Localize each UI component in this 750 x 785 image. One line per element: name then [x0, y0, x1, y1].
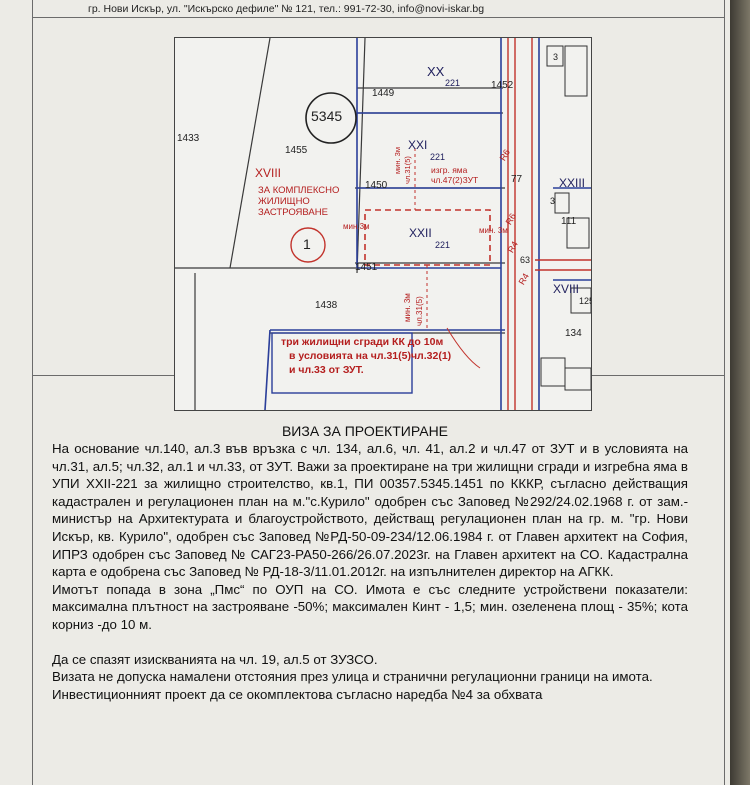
pit-note: изгр. яма — [431, 165, 468, 175]
parcel-1450: 1450 — [365, 180, 388, 191]
border-top — [32, 0, 33, 785]
setback-note-c: мин. 3м — [403, 293, 412, 322]
parcel-134: 134 — [565, 328, 582, 339]
setback-note-right: мин. 3м — [479, 226, 508, 235]
lot-purpose-line2: ЖИЛИЩНО — [258, 196, 310, 207]
border-mid — [32, 17, 724, 18]
parcel-1455: 1455 — [285, 145, 308, 156]
lot-purpose-line1: ЗА КОМПЛЕКСНО — [258, 185, 340, 196]
setback-note-left: мин.3м — [343, 222, 370, 231]
buildings-note-line1: три жилищни сгради КК до 10м — [281, 336, 444, 348]
document-title: ВИЗА ЗА ПРОЕКТИРАНЕ — [281, 423, 449, 439]
paragraph-setbacks: Визата не допуска намалени отстояния пре… — [52, 669, 653, 685]
header-contact: гр. Нови Искър, ул. "Искърско дефиле" № … — [88, 3, 485, 15]
lot-xxiii-label: XXIII — [559, 176, 586, 190]
parcel-1451: 1451 — [355, 262, 378, 273]
cadastral-map: XX 221 1449 1452 1433 5345 1455 XVIII ЗА… — [174, 37, 592, 411]
background-edge — [730, 0, 750, 785]
parcel-1452: 1452 — [491, 80, 514, 91]
lot-xxii-number: 221 — [435, 240, 451, 250]
lot-xxi-number: 221 — [430, 152, 446, 162]
lot-xxi-label: XXI — [408, 138, 428, 152]
paragraph-zuzso: Да се спазят изискванията на чл. 19, ал.… — [52, 651, 378, 667]
parcel-111: 111 — [561, 216, 577, 227]
lot-xx-label: XX — [427, 64, 445, 79]
setback-note-b: чл.31(5) — [403, 156, 412, 184]
paragraph-project: Инвестиционният проект да се окомплектов… — [52, 686, 543, 702]
zone-circle-number: 1 — [303, 236, 311, 252]
buildings-note-line3: и чл.33 от ЗУТ. — [289, 364, 364, 376]
building-3b: 3 — [550, 196, 556, 206]
parcel-1438: 1438 — [315, 300, 338, 311]
quarter-number: 5345 — [311, 108, 343, 124]
parcel-1433: 1433 — [177, 133, 200, 144]
lot-xviii-label: XVIII — [255, 166, 282, 180]
lot-xviii-right-label: XVIII — [553, 282, 580, 296]
parcel-63: 63 — [520, 255, 531, 265]
lot-xxii-label: XXII — [409, 226, 432, 240]
setback-note-d: чл.31(5) — [415, 296, 424, 326]
map-lines — [175, 38, 591, 410]
lot-xx-number: 221 — [445, 78, 461, 88]
document-body: На основание чл.140, ал.3 във връзка с ч… — [52, 440, 688, 703]
paragraph-zone-indicators: Имотът попада в зона „Пмс“ по ОУП на СО.… — [52, 581, 688, 632]
paragraph-legal-basis: На основание чл.140, ал.3 във връзка с ч… — [52, 441, 688, 580]
parcel-1449: 1449 — [372, 88, 395, 99]
border-right — [724, 0, 725, 785]
document-page: гр. Нови Искър, ул. "Искърско дефиле" № … — [0, 0, 730, 785]
pit-law-note: чл.47(2)ЗУТ — [431, 175, 479, 185]
parcel-77: 77 — [511, 174, 523, 185]
buildings-note-line2: в условията на чл.31(5)чл.32(1) — [289, 350, 452, 362]
setback-note-a: мин. 3м — [393, 147, 402, 174]
lot-purpose-line3: ЗАСТРОЯВАНЕ — [258, 207, 328, 218]
parcel-125: 125 — [579, 296, 591, 306]
building-3a: 3 — [553, 52, 559, 62]
